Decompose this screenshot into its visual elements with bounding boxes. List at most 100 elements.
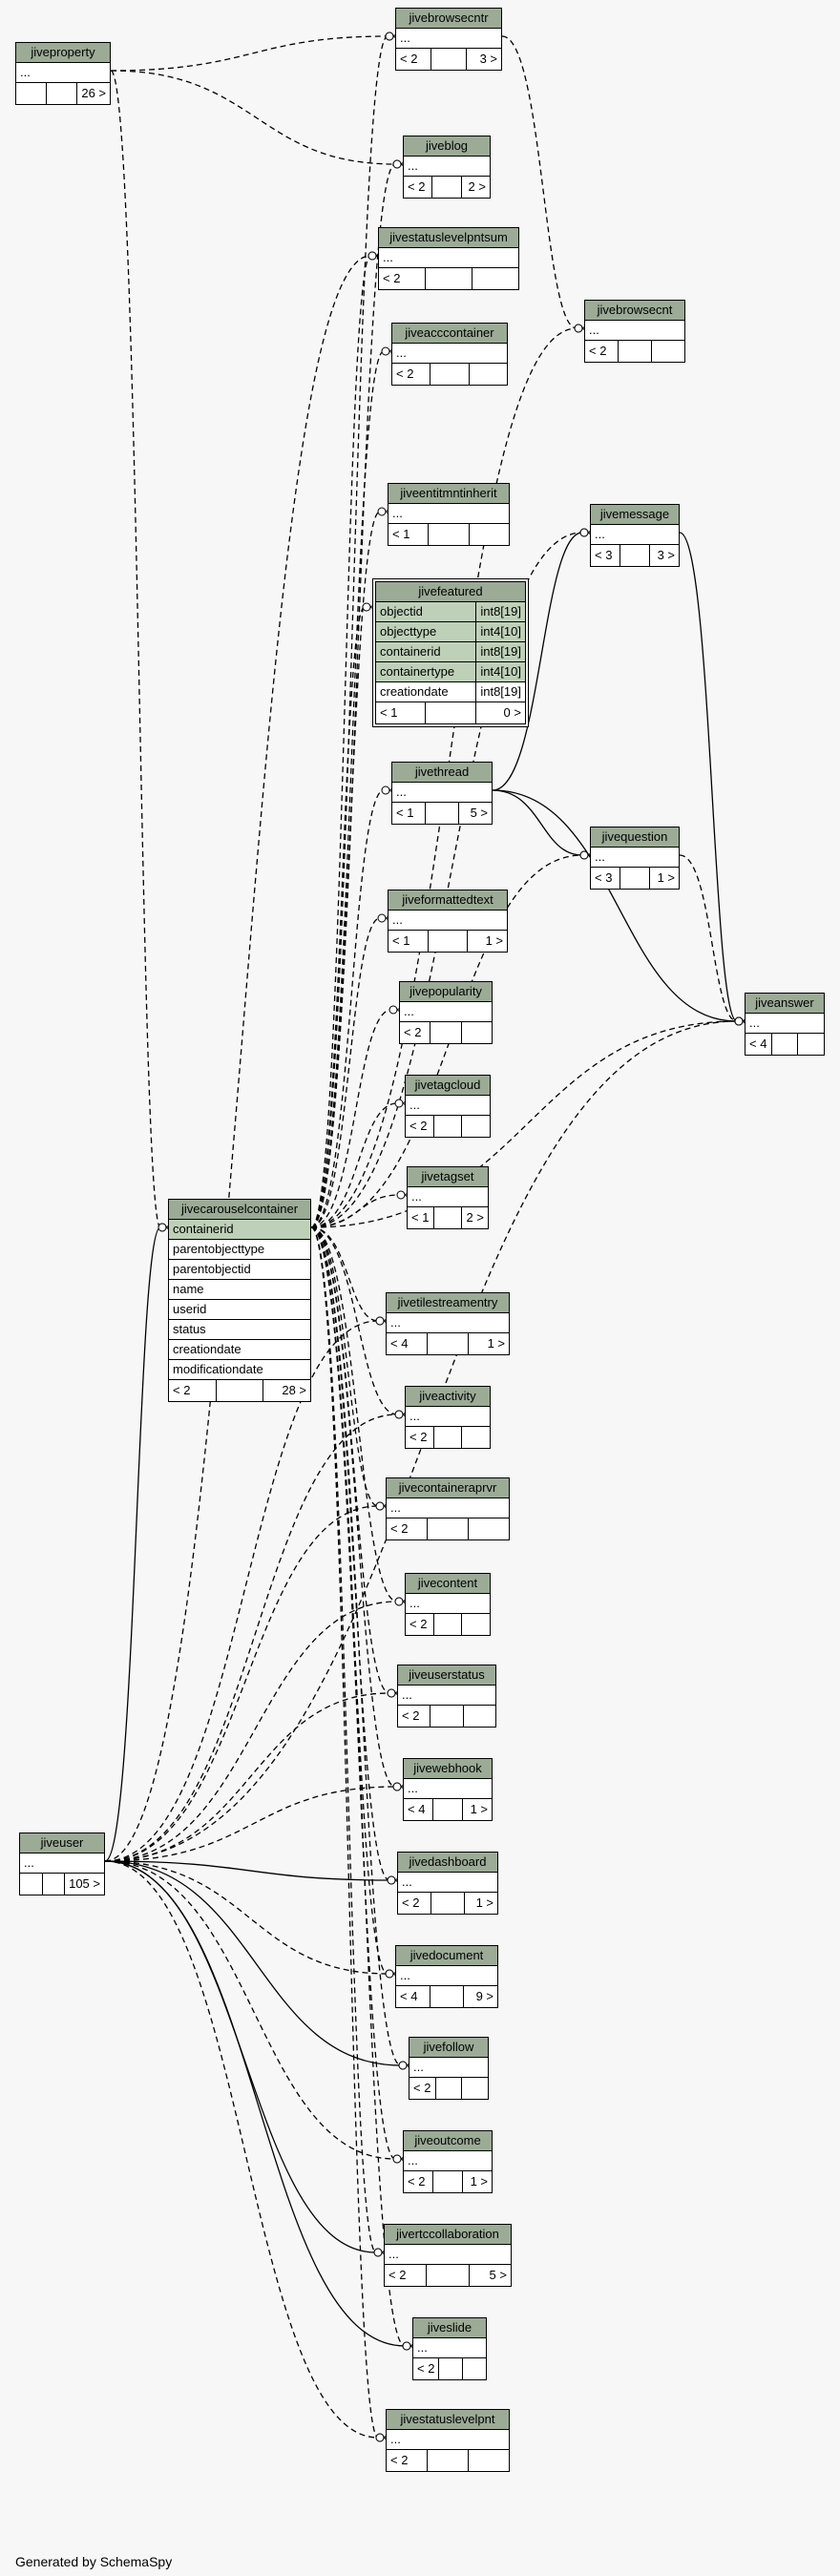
parent-count	[16, 83, 46, 104]
collapsed-columns-row: ...	[404, 2151, 492, 2171]
column-type: int4[10]	[475, 662, 525, 681]
relationship-line	[310, 1226, 406, 2347]
relationship-counts: 105 >	[20, 1874, 104, 1895]
table-jivefollow[interactable]: jivefollow...< 2	[409, 2037, 489, 2100]
relationship-counts: < 2	[406, 1614, 490, 1635]
table-jiveactivity[interactable]: jiveactivity...< 2	[405, 1386, 491, 1449]
table-jiveslide[interactable]: jiveslide...< 2	[412, 2317, 487, 2380]
table-jivebrowsecnt[interactable]: jivebrowsecnt...< 2	[584, 300, 685, 363]
relationship-line	[310, 511, 381, 1228]
table-jiveuser[interactable]: jiveuser...105 >	[19, 1833, 105, 1895]
ellipsis-text: ...	[402, 1874, 412, 1889]
table-name: jivepopularity	[400, 982, 492, 1002]
table-name: jiveacccontainer	[392, 324, 507, 344]
relationship-line	[679, 532, 738, 1022]
table-jiveproperty[interactable]: jiveproperty...26 >	[15, 42, 111, 105]
parent-count: < 1	[411, 1210, 430, 1225]
count-spacer	[430, 49, 466, 70]
child-count	[472, 268, 518, 289]
relationship-line	[310, 917, 381, 1228]
relationship-line	[310, 350, 385, 1228]
collapsed-columns-row: ...	[406, 1096, 490, 1116]
relationship-counts: < 2	[398, 1706, 495, 1727]
table-jivecontent[interactable]: jivecontent...< 2	[405, 1573, 491, 1636]
table-jivepopularity[interactable]: jivepopularity...< 2	[399, 981, 493, 1044]
table-jiveanswer[interactable]: jiveanswer...< 4	[745, 993, 825, 1056]
child-count: 28 >	[262, 1380, 310, 1401]
child-count: 1 >	[462, 1799, 492, 1820]
crowfoot-optional-marker	[392, 2154, 402, 2164]
parent-count: < 2	[410, 1430, 428, 1444]
table-jiveuserstatus[interactable]: jiveuserstatus...< 2	[397, 1665, 496, 1728]
collapsed-columns-row: ...	[385, 2245, 511, 2265]
count-spacer	[428, 524, 468, 545]
child-count	[461, 1614, 490, 1635]
relationship-counts: < 2	[585, 341, 684, 362]
relationship-counts: < 2	[392, 364, 507, 385]
column-name: containerid	[376, 642, 476, 661]
count-spacer	[430, 364, 468, 385]
parent-count: < 4	[408, 1802, 426, 1816]
parent-count: < 2	[390, 1521, 409, 1536]
child-count: 5 >	[468, 2265, 511, 2286]
table-name: jivecarouselcontainer	[169, 1200, 310, 1220]
parent-count: < 2	[413, 2081, 431, 2095]
table-name: jivethread	[392, 763, 492, 783]
table-jivestatuslevelpntsum[interactable]: jivestatuslevelpntsum...< 2	[378, 227, 519, 290]
parent-count: < 1	[392, 933, 410, 948]
table-name: jiveactivity	[406, 1387, 490, 1407]
child-count: 1 >	[468, 1333, 509, 1354]
collapsed-columns-row: ...	[406, 1594, 490, 1614]
relationship-line	[310, 854, 583, 1228]
ellipsis-text: ...	[388, 2247, 399, 2261]
table-jiveacccontainer[interactable]: jiveacccontainer...< 2	[391, 323, 508, 386]
ellipsis-text: ...	[24, 1855, 34, 1870]
table-jivecontaineraprvr[interactable]: jivecontaineraprvr...< 2	[386, 1477, 510, 1540]
crowfoot-optional-marker	[579, 528, 589, 537]
collapsed-columns-row: ...	[396, 29, 501, 49]
table-jivestatuslevelpnt[interactable]: jivestatuslevelpnt...< 2	[386, 2409, 510, 2472]
collapsed-columns-row: ...	[387, 1313, 509, 1333]
ellipsis-text: ...	[595, 849, 605, 864]
table-name: jiveslide	[413, 2318, 486, 2338]
table-name: jivedashboard	[398, 1853, 497, 1873]
child-count: 1 >	[649, 868, 679, 889]
crowfoot-optional-marker	[385, 31, 394, 41]
parent-count: < 3	[595, 548, 613, 562]
relationship-line	[104, 1226, 161, 1862]
ellipsis-text: ...	[408, 2153, 418, 2168]
child-count: 1 >	[462, 2171, 492, 2192]
collapsed-columns-row: ...	[16, 63, 110, 83]
parent-count: < 2	[404, 1025, 422, 1039]
relationship-counts: < 2 28 >	[169, 1380, 310, 1401]
table-jivetagcloud[interactable]: jivetagcloud...< 2	[405, 1075, 491, 1138]
count-spacer	[46, 83, 76, 104]
table-jiveentitmntinherit[interactable]: jiveentitmntinherit...< 1	[388, 483, 510, 546]
count-spacer	[427, 1333, 468, 1354]
parent-count: < 2	[173, 1383, 191, 1397]
relationship-line	[110, 70, 396, 165]
relationship-line	[492, 789, 583, 856]
column-name: containerid	[169, 1220, 310, 1239]
collapsed-columns-row: ...	[585, 321, 684, 341]
ellipsis-text: ...	[400, 31, 410, 45]
count-spacer	[215, 1380, 263, 1401]
child-count: 26 >	[76, 83, 110, 104]
crowfoot-optional-marker	[381, 346, 390, 356]
